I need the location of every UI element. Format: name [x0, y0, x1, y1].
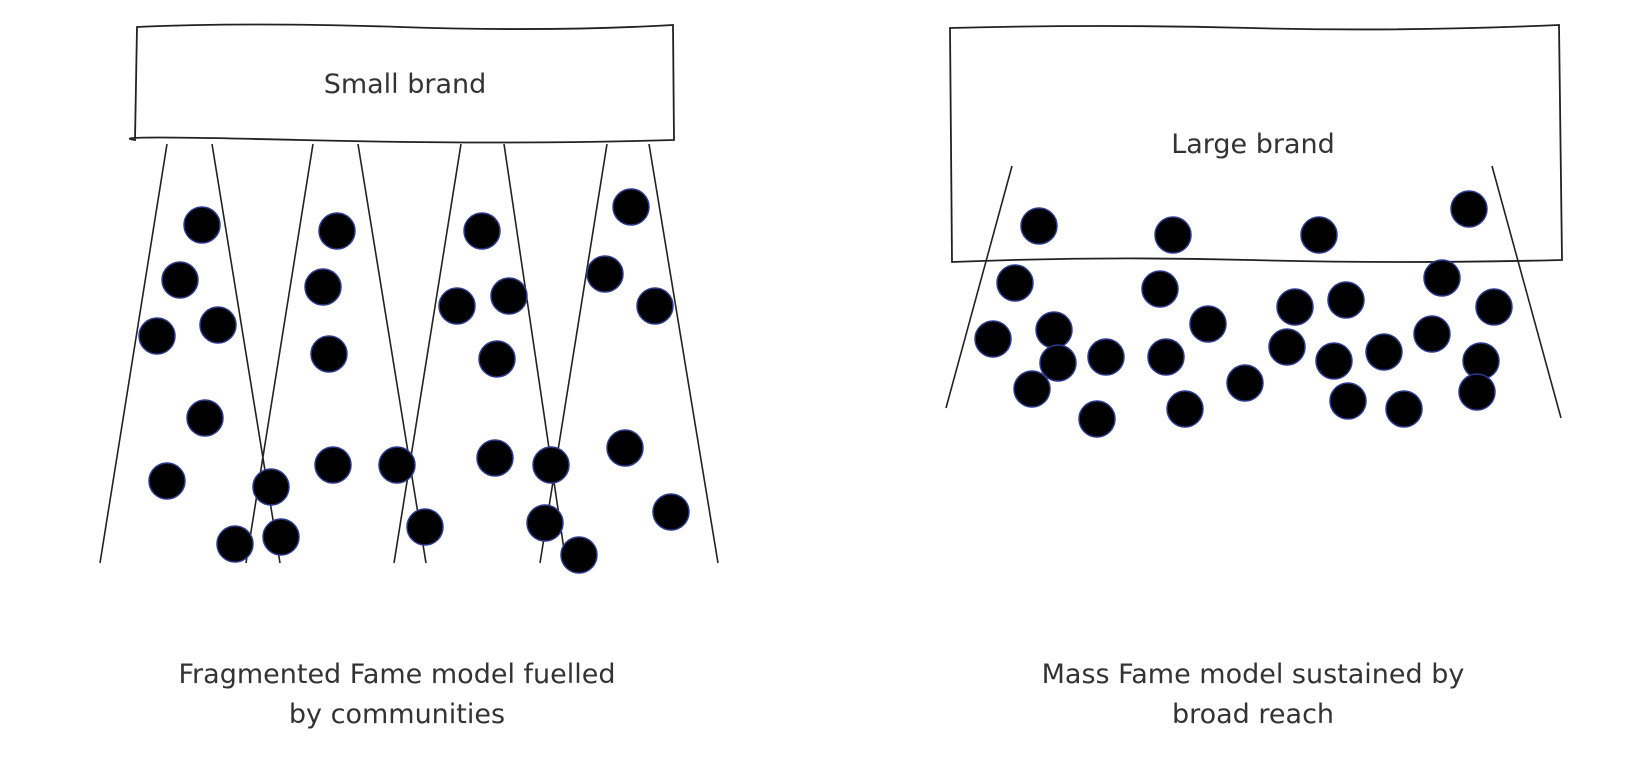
- audience-dot: [1458, 373, 1496, 411]
- audience-dot: [310, 335, 348, 373]
- beam-4-right-edge: [648, 143, 719, 564]
- audience-dot: [612, 188, 650, 226]
- broad-beam-left-edge: [945, 165, 1013, 409]
- fragmented-fame-caption: Fragmented Fame model fuelled by communi…: [137, 655, 657, 735]
- audience-dot: [1413, 315, 1451, 353]
- audience-dot: [1450, 190, 1488, 228]
- audience-dot: [406, 508, 444, 546]
- audience-dot: [1189, 305, 1227, 343]
- audience-dot: [1300, 216, 1338, 254]
- audience-dot: [1226, 364, 1264, 402]
- caption-line: Mass Fame model sustained by: [1041, 659, 1465, 690]
- audience-dot: [1365, 333, 1403, 371]
- caption-line: by communities: [288, 699, 506, 730]
- audience-dot: [1268, 328, 1306, 366]
- beam-3-right-edge: [503, 143, 567, 564]
- audience-dot: [636, 287, 674, 325]
- caption-line: broad reach: [1171, 699, 1335, 730]
- audience-dot: [1276, 288, 1314, 326]
- audience-dot: [1385, 390, 1423, 428]
- audience-dot: [262, 518, 300, 556]
- audience-dot: [1078, 400, 1116, 438]
- audience-dot: [490, 277, 528, 315]
- audience-dot: [1475, 288, 1513, 326]
- audience-dot: [560, 536, 598, 574]
- audience-dot: [532, 446, 570, 484]
- audience-dot: [1315, 342, 1353, 380]
- audience-dot: [199, 306, 237, 344]
- audience-dot: [1020, 207, 1058, 245]
- audience-dot: [1327, 281, 1365, 319]
- beam-1-left-edge: [99, 143, 168, 564]
- audience-dot: [1013, 370, 1051, 408]
- audience-dot: [1141, 270, 1179, 308]
- audience-dot: [1147, 338, 1185, 376]
- audience-dot: [252, 468, 290, 506]
- large-brand-box: [949, 24, 1563, 263]
- audience-dot: [1329, 382, 1367, 420]
- audience-dot: [138, 317, 176, 355]
- audience-dot: [1039, 344, 1077, 382]
- audience-dot: [161, 261, 199, 299]
- audience-dot: [463, 212, 501, 250]
- audience-dot: [1423, 259, 1461, 297]
- beam-3-left-edge: [393, 143, 462, 564]
- audience-dot: [1154, 216, 1192, 254]
- small-brand-box: [128, 23, 675, 144]
- large-brand-label: Large brand: [1171, 129, 1335, 160]
- audience-dot: [183, 206, 221, 244]
- audience-dot: [586, 255, 624, 293]
- left-audience-dots: [138, 188, 690, 574]
- audience-dot: [1166, 390, 1204, 428]
- audience-dot: [652, 493, 690, 531]
- right-audience-dots: [974, 190, 1513, 438]
- beam-2-right-edge: [357, 143, 427, 564]
- broad-beam-right-edge: [1491, 165, 1562, 419]
- large-brand-group: Large brand: [949, 24, 1563, 263]
- beam-4-left-edge: [539, 143, 608, 564]
- audience-dot: [186, 399, 224, 437]
- audience-dot: [148, 462, 186, 500]
- audience-dot: [526, 504, 564, 542]
- audience-dot: [478, 340, 516, 378]
- caption-line: Fragmented Fame model fuelled: [178, 659, 616, 690]
- audience-dot: [314, 446, 352, 484]
- audience-dot: [476, 439, 514, 477]
- audience-dot: [996, 264, 1034, 302]
- audience-dot: [378, 446, 416, 484]
- audience-dot: [304, 268, 342, 306]
- audience-dot: [318, 212, 356, 250]
- small-brand-group: Small brand: [128, 23, 675, 144]
- audience-dot: [1087, 338, 1125, 376]
- audience-dot: [1462, 342, 1500, 380]
- audience-dot: [438, 287, 476, 325]
- audience-dot: [974, 320, 1012, 358]
- mass-fame-caption: Mass Fame model sustained by broad reach: [993, 655, 1513, 735]
- audience-dot: [216, 525, 254, 563]
- broad-reach-beam: [945, 165, 1562, 419]
- audience-dot: [606, 429, 644, 467]
- small-brand-label: Small brand: [324, 69, 487, 100]
- audience-dot: [1035, 311, 1073, 349]
